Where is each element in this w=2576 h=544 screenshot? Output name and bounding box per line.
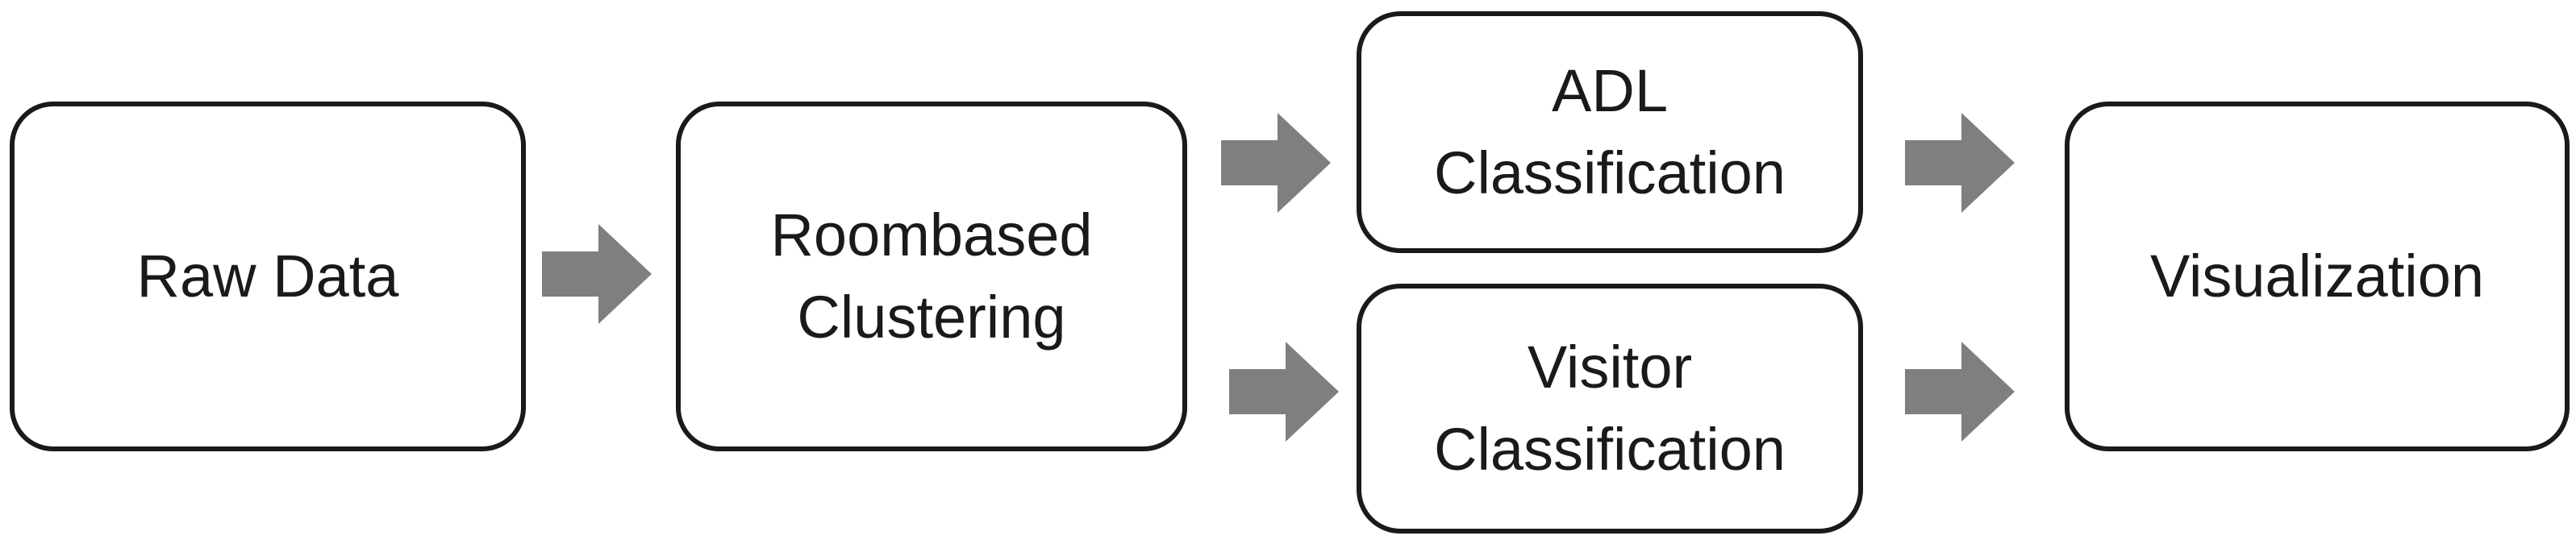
right-arrow-icon [542, 224, 652, 324]
raw-data-label: Raw Data [136, 242, 399, 309]
roombased-clustering-node: Roombased Clustering [676, 102, 1187, 451]
roombased-clustering-label: Roombased Clustering [770, 201, 1093, 351]
right-arrow-icon [1221, 113, 1331, 213]
raw-data-node: Raw Data [10, 102, 526, 451]
adl-classification-node: ADL Classification [1357, 11, 1863, 253]
visualization-node: Visualization [2065, 102, 2570, 451]
right-arrow-icon [1229, 342, 1339, 442]
arrow-visitor-to-visualization [1905, 342, 2015, 442]
arrow-clustering-to-adl [1221, 113, 1331, 213]
right-arrow-icon [1905, 342, 2015, 442]
visitor-classification-label: Visitor Classification [1434, 333, 1786, 483]
arrow-raw-to-clustering [542, 224, 652, 324]
arrow-adl-to-visualization [1905, 113, 2015, 213]
arrow-clustering-to-visitor [1229, 342, 1339, 442]
right-arrow-icon [1905, 113, 2015, 213]
adl-classification-label: ADL Classification [1434, 56, 1786, 206]
visitor-classification-node: Visitor Classification [1357, 284, 1863, 534]
visualization-label: Visualization [2149, 242, 2485, 309]
